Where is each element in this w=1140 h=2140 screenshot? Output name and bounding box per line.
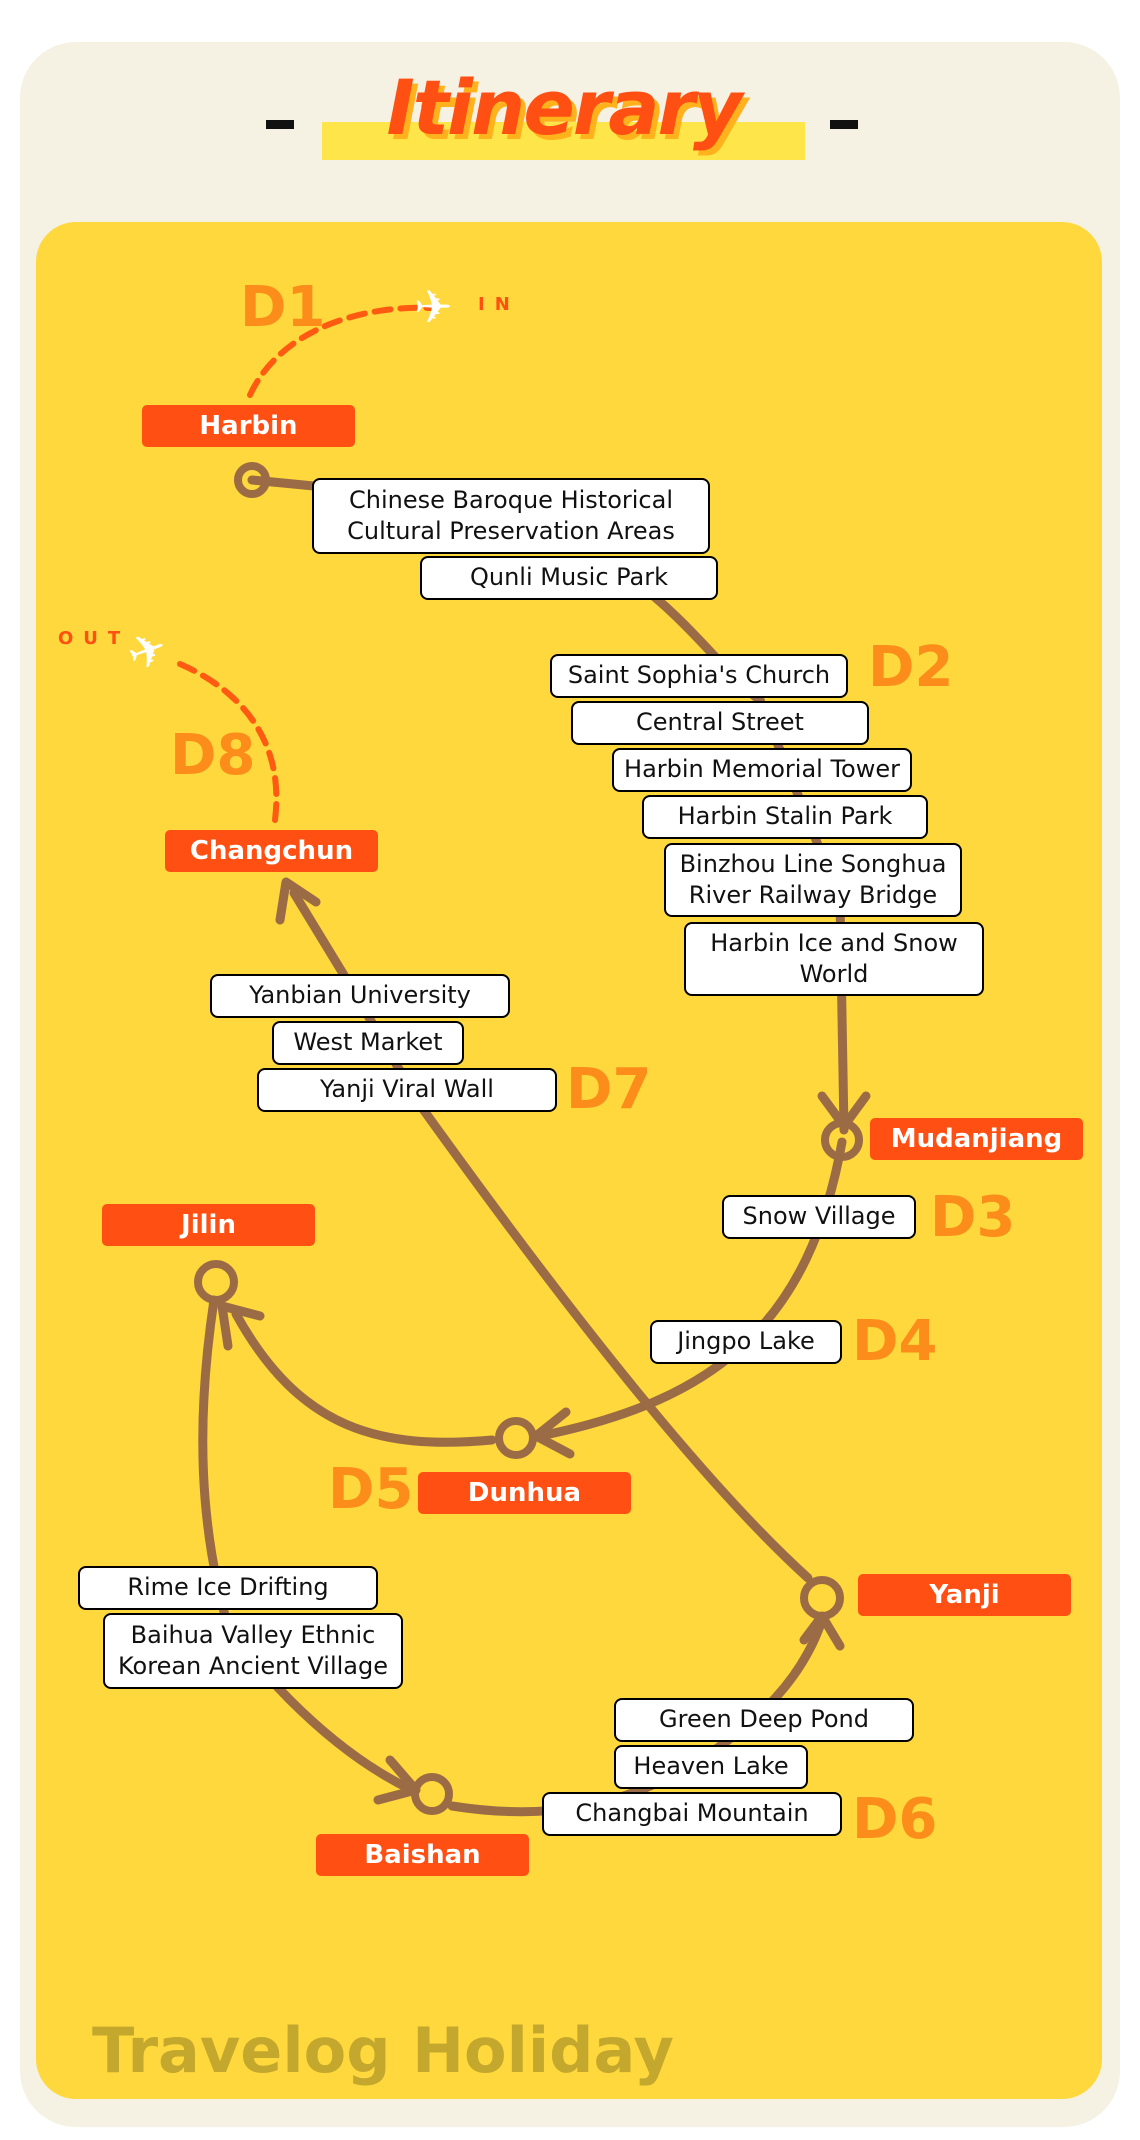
stop-icesnow: Harbin Ice and Snow World [684, 922, 984, 996]
stop-stalin: Harbin Stalin Park [642, 795, 928, 839]
airplane-in-icon: ✈ [414, 280, 453, 334]
stop-snow-village: Snow Village [722, 1195, 916, 1239]
brand-watermark: Travelog Holiday [92, 2014, 674, 2087]
title-dash-right [830, 120, 858, 129]
stop-rime: Rime Ice Drifting [78, 1566, 378, 1610]
day-label-d7: D7 [566, 1057, 652, 1122]
city-tag-changchun: Changchun [165, 830, 378, 872]
day-label-d3: D3 [930, 1185, 1016, 1250]
day-label-d5: D5 [328, 1457, 414, 1522]
stop-changbai: Changbai Mountain [542, 1792, 842, 1836]
city-tag-harbin: Harbin [142, 405, 355, 447]
city-tag-baishan: Baishan [316, 1834, 529, 1876]
day-label-d4: D4 [852, 1309, 938, 1374]
stop-yanbian-university: Yanbian University [210, 974, 510, 1018]
city-tag-mudanjiang: Mudanjiang [870, 1118, 1083, 1160]
stop-binzhou: Binzhou Line Songhua River Railway Bridg… [664, 843, 962, 917]
city-tag-yanji: Yanji [858, 1574, 1071, 1616]
city-tag-dunhua: Dunhua [418, 1472, 631, 1514]
stop-green-pond: Green Deep Pond [614, 1698, 914, 1742]
stop-memorial: Harbin Memorial Tower [612, 748, 912, 792]
flight-in-label: IN [478, 294, 520, 315]
title-highlight-bar [322, 122, 805, 160]
stop-central: Central Street [571, 701, 869, 745]
page-title: Itinerary [386, 63, 742, 152]
stop-baihua: Baihua Valley Ethnic Korean Ancient Vill… [103, 1613, 403, 1689]
stop-viral-wall: Yanji Viral Wall [257, 1068, 557, 1112]
day-label-d1: D1 [240, 275, 326, 340]
stop-jingpo: Jingpo Lake [650, 1320, 842, 1364]
day-label-d6: D6 [852, 1787, 938, 1852]
title-dash-left [266, 120, 294, 129]
day-label-d8: D8 [170, 723, 256, 788]
stop-west-market: West Market [272, 1021, 464, 1065]
flight-out-label: OUT [58, 628, 131, 649]
stop-qunli: Qunli Music Park [420, 556, 718, 600]
stop-sophia: Saint Sophia's Church [550, 654, 848, 698]
city-tag-jilin: Jilin [102, 1204, 315, 1246]
stop-baroque: Chinese Baroque Historical Cultural Pres… [312, 478, 710, 554]
stop-heaven-lake: Heaven Lake [614, 1745, 808, 1789]
day-label-d2: D2 [868, 635, 954, 700]
